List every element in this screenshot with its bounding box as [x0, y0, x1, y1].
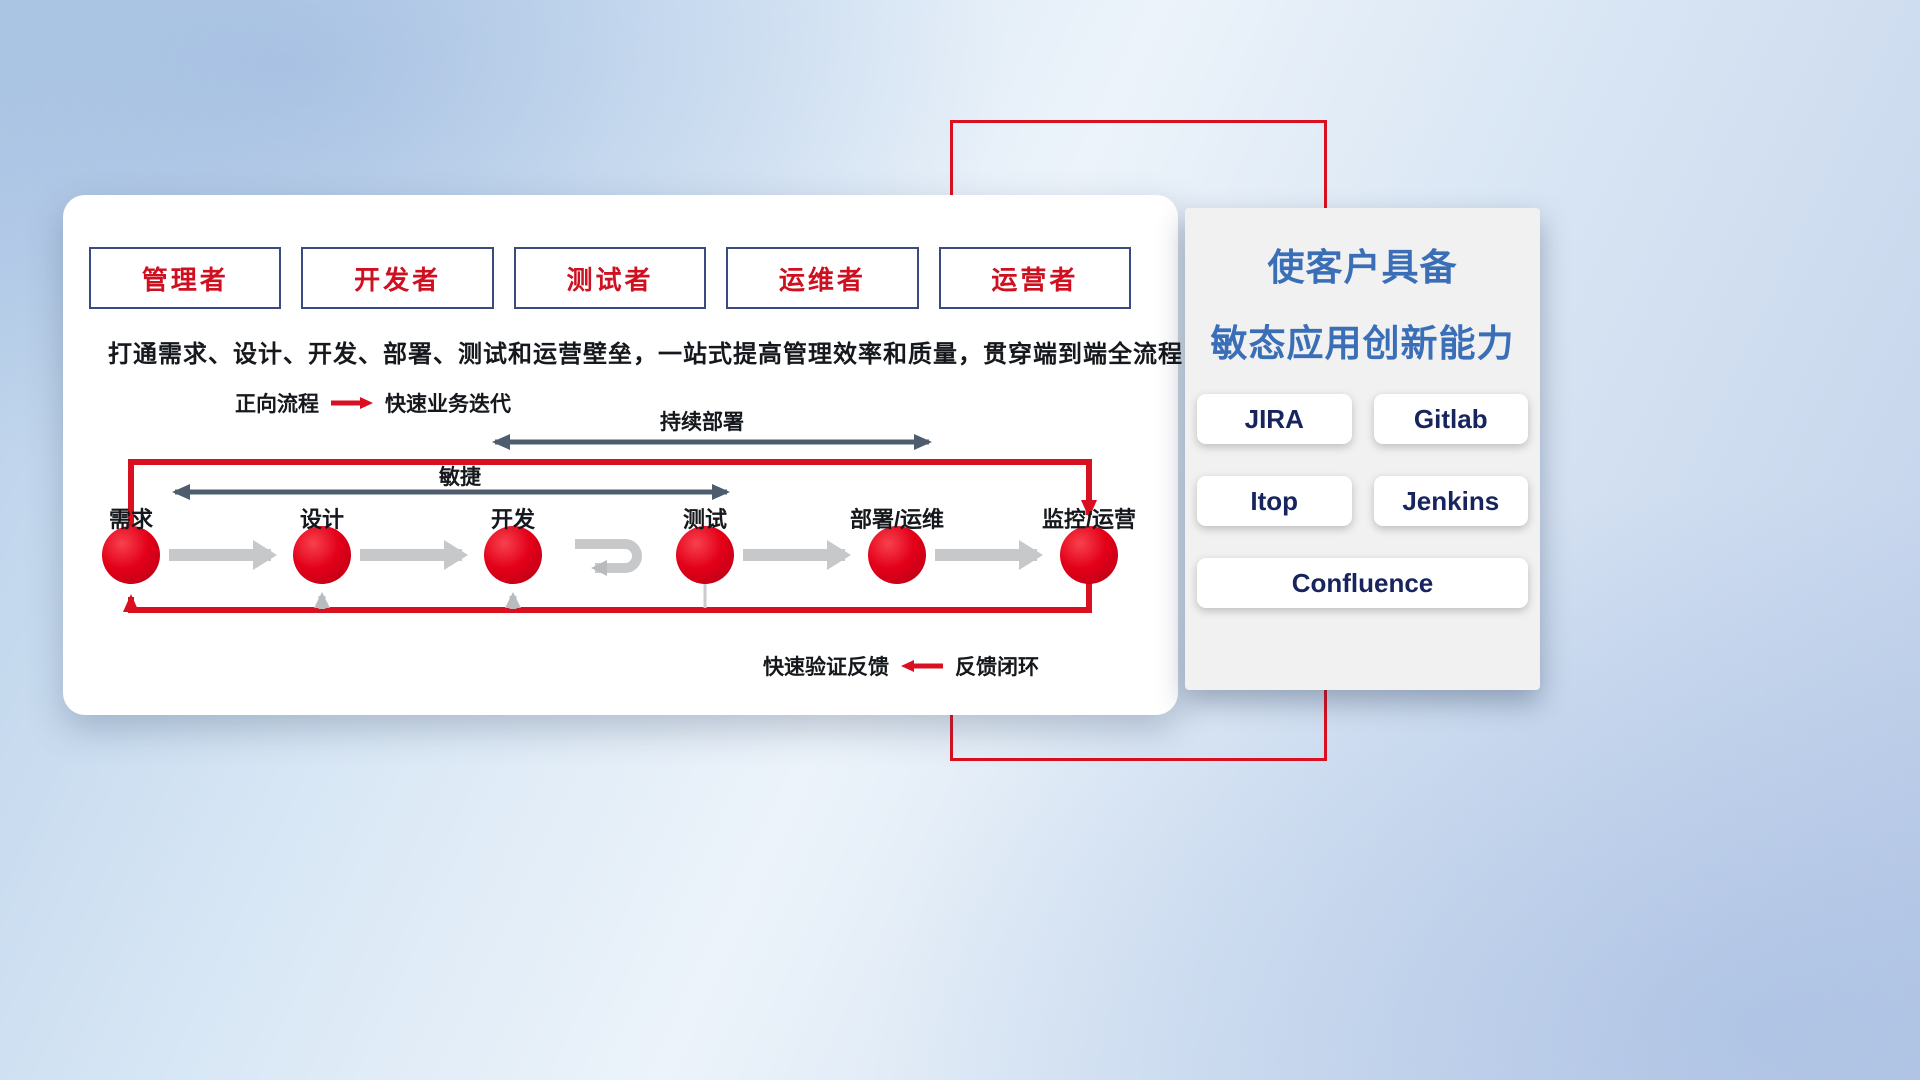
forward-loop-line: [128, 459, 1097, 533]
legend-forward: 正向流程 快速业务迭代: [235, 388, 511, 418]
stage-circle-monitor-op: [1060, 526, 1118, 584]
forward-arrow-icon: [331, 397, 373, 409]
role-box-ops: 运维者: [726, 247, 919, 309]
devops-flow-card: 管理者 开发者 测试者 运维者 运营者 打通需求、设计、开发、部署、测试和运营壁…: [63, 195, 1182, 715]
role-label: 测试者: [566, 264, 654, 295]
feedback-loop-line: [123, 577, 1092, 613]
legend-forward-text: 快速业务迭代: [385, 393, 511, 416]
iteration-loop-icon: [575, 539, 642, 576]
panel-title-line2: 敏态应用创新能力: [1210, 323, 1515, 364]
stage-label-development: 开发: [490, 507, 536, 532]
stage-label-monitor-op: 监控/运营: [1041, 507, 1137, 532]
agile-label: 敏捷: [439, 466, 481, 489]
role-label: 管理者: [141, 264, 229, 295]
stage-label-testing: 测试: [682, 507, 728, 532]
tool-chip-itop: Itop: [1197, 476, 1352, 526]
role-label: 运维者: [778, 264, 866, 295]
panel-title-line1: 使客户具备: [1267, 247, 1458, 288]
feedback-arrow-icon: [901, 660, 943, 672]
panel-title: 使客户具备 敏态应用创新能力: [1185, 208, 1540, 382]
legend-feedback: 快速验证反馈 反馈闭环: [763, 651, 1039, 681]
stage-circle-deploy-ops: [868, 526, 926, 584]
role-label: 开发者: [354, 264, 442, 295]
stage-label-design: 设计: [299, 507, 345, 532]
stage-circle-development: [484, 526, 542, 584]
stage-label-deploy-ops: 部署/运维: [849, 507, 945, 532]
role-box-manager: 管理者: [89, 247, 282, 309]
stage-circle-design: [293, 526, 351, 584]
legend-feedback-text: 快速验证反馈: [763, 656, 889, 679]
roles-row: 管理者 开发者 测试者 运维者 运营者: [89, 247, 1132, 309]
tool-chip-jenkins: Jenkins: [1373, 476, 1528, 526]
stage-circle-testing: [676, 526, 734, 584]
role-box-developer: 开发者: [301, 247, 494, 309]
description-text: 打通需求、设计、开发、部署、测试和运营壁垒，一站式提高管理效率和质量，贯穿端到端…: [108, 341, 1183, 368]
stage-circle-requirements: [102, 526, 160, 584]
tool-chip-gitlab: Gitlab: [1373, 394, 1528, 444]
tool-chip-confluence: Confluence: [1197, 558, 1528, 608]
role-label: 运营者: [991, 264, 1079, 295]
flow-diagram: [102, 434, 1118, 613]
legend-forward-label: 正向流程: [235, 393, 319, 416]
continuous-deploy-label: 持续部署: [660, 411, 744, 434]
role-box-operator: 运营者: [938, 247, 1132, 309]
legend-feedback-label: 反馈闭环: [955, 656, 1039, 679]
capability-panel: 使客户具备 敏态应用创新能力 JIRA Gitlab Itop Jenkins …: [1185, 208, 1540, 690]
stage-label-requirements: 需求: [108, 507, 154, 532]
role-box-tester: 测试者: [513, 247, 707, 309]
tool-chip-jira: JIRA: [1197, 394, 1352, 444]
tools-grid: JIRA Gitlab Itop Jenkins Confluence: [1197, 394, 1528, 608]
